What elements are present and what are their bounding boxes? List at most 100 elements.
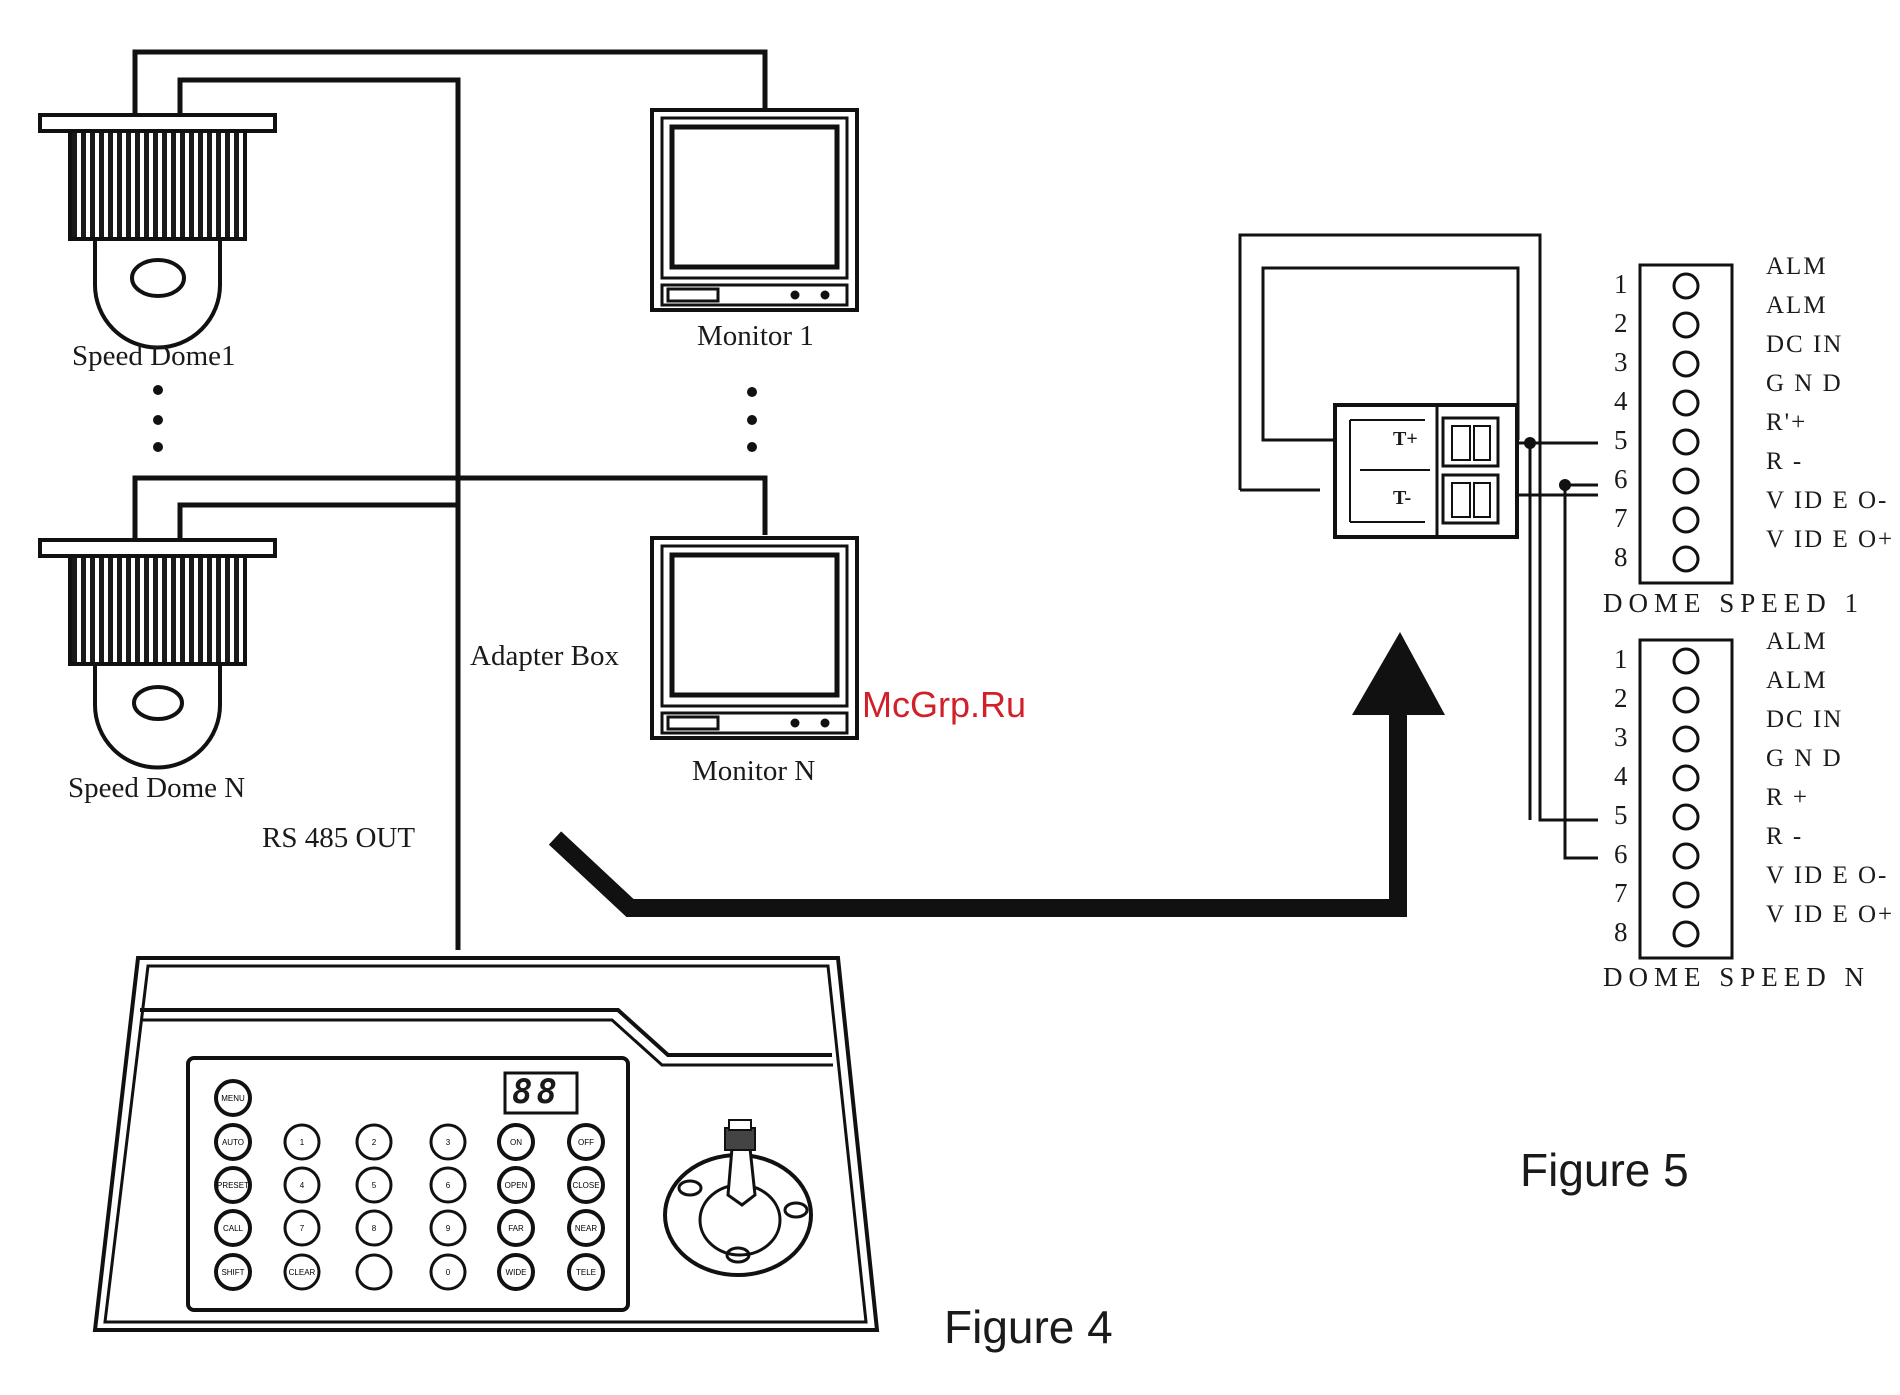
keyboard-key-label: 9 [446,1224,451,1233]
pin-label: V ID E O+ [1766,526,1895,553]
keyboard-key [214,1166,252,1204]
pin-label: ALM [1766,253,1828,280]
pin-number: 4 [1614,386,1628,416]
keyboard-key-label: 3 [446,1138,451,1147]
pin-label: V ID E O- [1766,862,1889,889]
dome-n-label: Speed Dome N [68,772,246,804]
control-keyboard [92,956,880,1332]
terminal-block-n [1638,638,1734,960]
pin-label: G N D [1766,745,1843,772]
terminal-pin [1672,428,1700,456]
pin-label: DC IN [1766,331,1844,358]
rs485-label: RS 485 OUT [262,822,416,854]
adapter-box [1238,233,1598,860]
pin-label: R - [1766,448,1804,475]
pin-label: ALM [1766,667,1828,694]
adapter-box-label: Adapter Box [470,640,619,672]
keyboard-key [283,1253,321,1291]
monitor-1-label: Monitor 1 [697,320,814,352]
figure-5-caption: Figure 5 [1520,1144,1689,1196]
keyboard-key-label: TELE [576,1268,596,1277]
wiring-lines [132,49,768,950]
terminal-pin [1672,272,1700,300]
pin-label: R - [1766,823,1804,850]
keyboard-key-label: NEAR [575,1224,597,1233]
keyboard-key-label: FAR [508,1224,524,1233]
terminal-block-1 [1638,263,1734,585]
keyboard-key [214,1253,252,1291]
keyboard-key [567,1123,605,1161]
terminal-pin [1672,647,1700,675]
keyboard-key [355,1166,393,1204]
keyboard-key [355,1209,393,1247]
keyboard-key-label: 1 [300,1138,305,1147]
pin-number: 2 [1614,308,1628,338]
keyboard-key-label: CLOSE [572,1181,599,1190]
keyboard-key [429,1123,467,1161]
pin-number: 5 [1614,425,1628,455]
keyboard-display: 88 [512,1072,561,1112]
terminal-pin [1672,881,1700,909]
connection-arrow [548,632,1445,917]
pin-label: V ID E O+ [1766,901,1895,928]
keyboard-key-label: CALL [223,1224,244,1233]
pin-label: R + [1766,784,1810,811]
pin-number: 1 [1614,269,1628,299]
keyboard-key-label: 2 [372,1138,377,1147]
pin-number: 6 [1614,839,1628,869]
pin-number: 1 [1614,644,1628,674]
pin-label: G N D [1766,370,1843,397]
dome-ellipsis [153,385,163,452]
keyboard-key-label: WIDE [506,1268,527,1277]
terminal-n-title: DOME SPEED N [1603,962,1871,992]
terminal-1-title: DOME SPEED 1 [1603,588,1865,618]
keyboard-key-label: SHIFT [221,1268,244,1277]
keyboard-key-label: 0 [446,1268,451,1277]
terminal-pin [1672,311,1700,339]
keyboard-key-label: 8 [372,1224,377,1233]
pin-label: ALM [1766,292,1828,319]
pin-number: 3 [1614,347,1628,377]
pin-number: 4 [1614,761,1628,791]
monitor-n-label: Monitor N [692,755,816,787]
pin-number: 7 [1614,878,1628,908]
pin-number: 5 [1614,800,1628,830]
terminal-1-pins [1672,272,1700,573]
keyboard-key-label: OFF [578,1138,594,1147]
keyboard-key [567,1253,605,1291]
monitor-1 [650,108,859,312]
keyboard-key-label: PRESET [217,1181,249,1190]
keyboard-key [567,1209,605,1247]
keyboard-key-label: 6 [446,1181,451,1190]
dome-1-label: Speed Dome1 [72,340,236,372]
pin-number: 7 [1614,503,1628,533]
keyboard-key-label: AUTO [222,1138,244,1147]
keyboard-key [283,1209,321,1247]
terminal-pin [1672,350,1700,378]
keyboard-key [429,1166,467,1204]
monitor-n [650,536,859,740]
pin-number: 6 [1614,464,1628,494]
keyboard-key [497,1209,535,1247]
terminal-pin [1672,803,1700,831]
pin-number: 3 [1614,722,1628,752]
terminal-n-pins [1672,647,1700,948]
watermark: McGrp.Ru [862,684,1027,725]
wire-junctions [1524,437,1571,491]
pin-label: DC IN [1766,706,1844,733]
terminal-pin [1672,725,1700,753]
pin-number: 2 [1614,683,1628,713]
keyboard-key [214,1079,252,1117]
terminal-pin [1672,920,1700,948]
keyboard-key [283,1123,321,1161]
keyboard-key [355,1123,393,1161]
keyboard-key-label: 7 [300,1224,305,1233]
keyboard-key [429,1209,467,1247]
keyboard-key [355,1253,393,1291]
keyboard-key-label: CLEAR [289,1268,316,1277]
pin-label: R'+ [1766,409,1808,436]
keyboard-key-label: MENU [221,1094,245,1103]
terminal-t-minus-label: T- [1393,487,1412,509]
